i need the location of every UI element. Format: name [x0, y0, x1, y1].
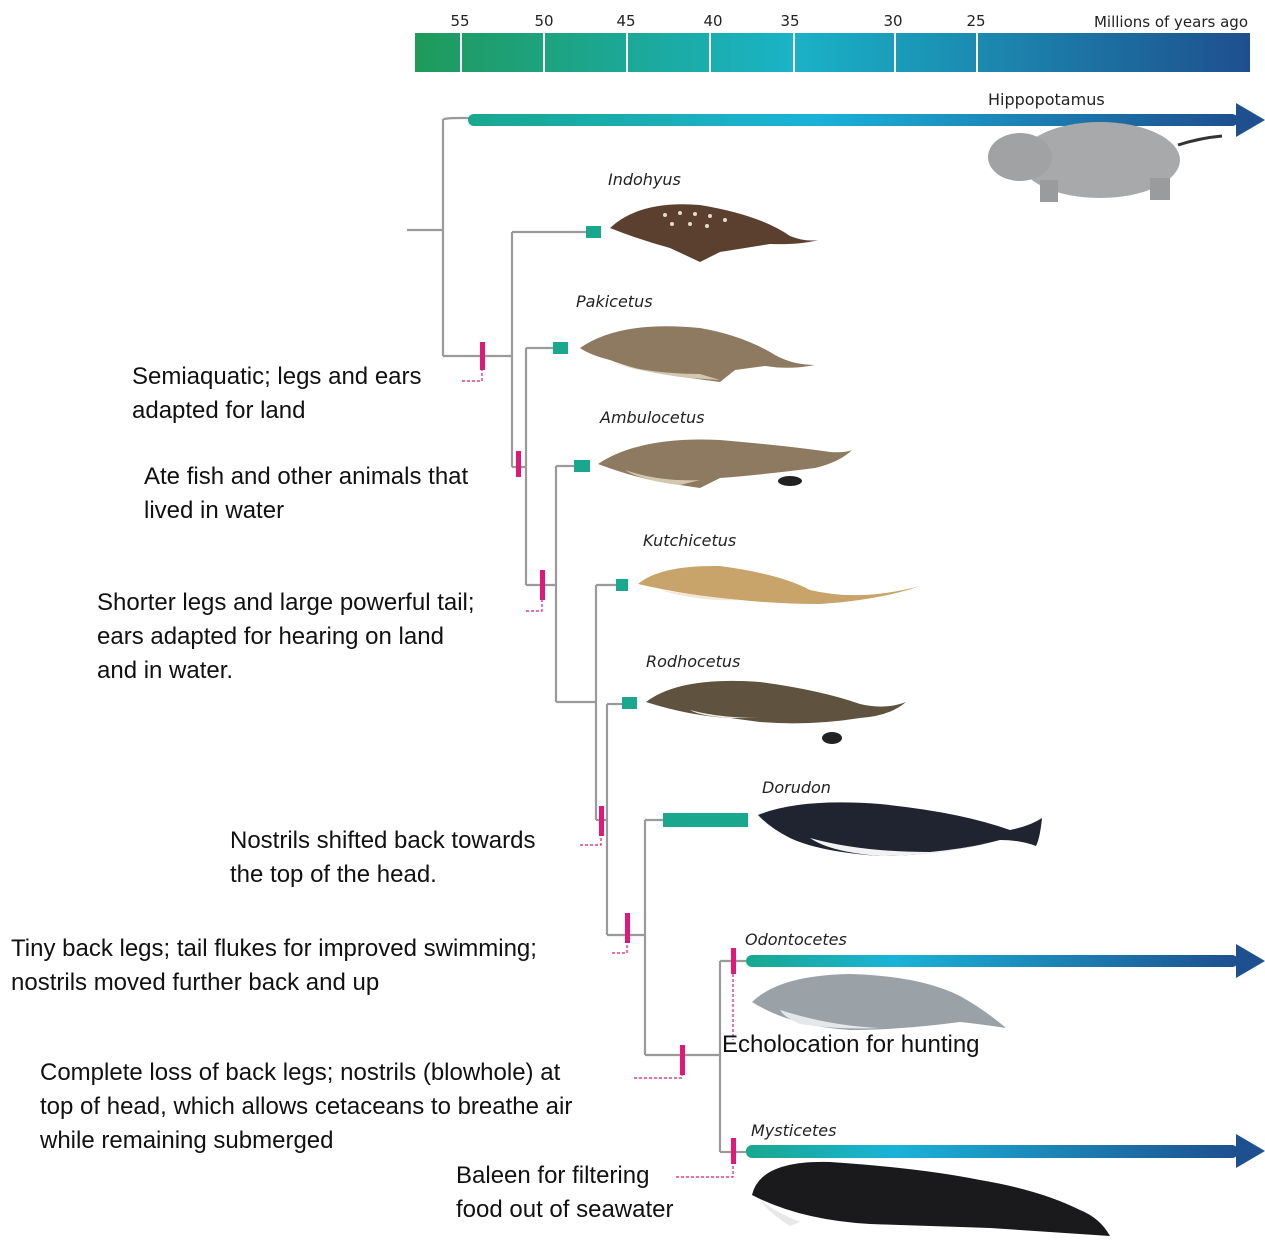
- indohyus-range-bar: [586, 226, 601, 238]
- tick-label: 50: [534, 12, 553, 30]
- taxon-label-hippopotamus: Hippopotamus: [988, 90, 1105, 109]
- ambulocetus-illustration: [598, 440, 852, 489]
- tick-label: 25: [966, 12, 985, 30]
- rodhocetus-range-bar: [622, 697, 637, 709]
- tick-label: 35: [780, 12, 799, 30]
- ambulocetus-range-bar: [574, 460, 590, 472]
- timeline-unit-label: Millions of years ago: [1094, 13, 1248, 31]
- hippopotamus-illustration: [988, 122, 1222, 202]
- dorudon-illustration: [758, 802, 1042, 856]
- adaptation-note: Complete loss of back legs; nostrils (bl…: [40, 1056, 572, 1158]
- pakicetus-range-bar: [553, 342, 568, 354]
- tick-label: 40: [703, 12, 722, 30]
- timeline: 55 50 45 40 35 30 25 Millions of years a…: [415, 12, 1250, 72]
- indohyus-illustration: [610, 204, 818, 262]
- kutchicetus-illustration: [638, 566, 920, 604]
- taxon-label-ambulocetus: Ambulocetus: [599, 408, 704, 427]
- taxon-label-indohyus: Indohyus: [608, 170, 681, 189]
- tick-label: 55: [450, 12, 469, 30]
- pakicetus-illustration: [580, 326, 815, 382]
- taxon-label-rodhocetus: Rodhocetus: [646, 652, 740, 671]
- taxon-label-odontocetes: Odontocetes: [745, 930, 847, 949]
- rodhocetus-illustration: [646, 681, 906, 744]
- taxon-label-dorudon: Dorudon: [762, 778, 831, 797]
- tick-label: 30: [883, 12, 902, 30]
- taxon-label-mysticetes: Mysticetes: [751, 1121, 836, 1140]
- odontocetes-range-arrow: [746, 944, 1265, 978]
- adaptation-note: Echolocation for hunting: [722, 1028, 980, 1062]
- adaptation-note: Shorter legs and large powerful tail;ear…: [97, 586, 475, 688]
- dorudon-range-bar: [663, 813, 748, 827]
- adaptation-note: Tiny back legs; tail flukes for improved…: [11, 932, 537, 1000]
- kutchicetus-range-bar: [616, 579, 628, 591]
- tick-label: 45: [616, 12, 635, 30]
- taxon-label-pakicetus: Pakicetus: [576, 292, 653, 311]
- taxon-label-kutchicetus: Kutchicetus: [643, 531, 736, 550]
- timeline-bar: [415, 33, 1250, 72]
- mysticetes-illustration: [752, 1162, 1110, 1236]
- odontocetes-illustration: [752, 974, 1006, 1030]
